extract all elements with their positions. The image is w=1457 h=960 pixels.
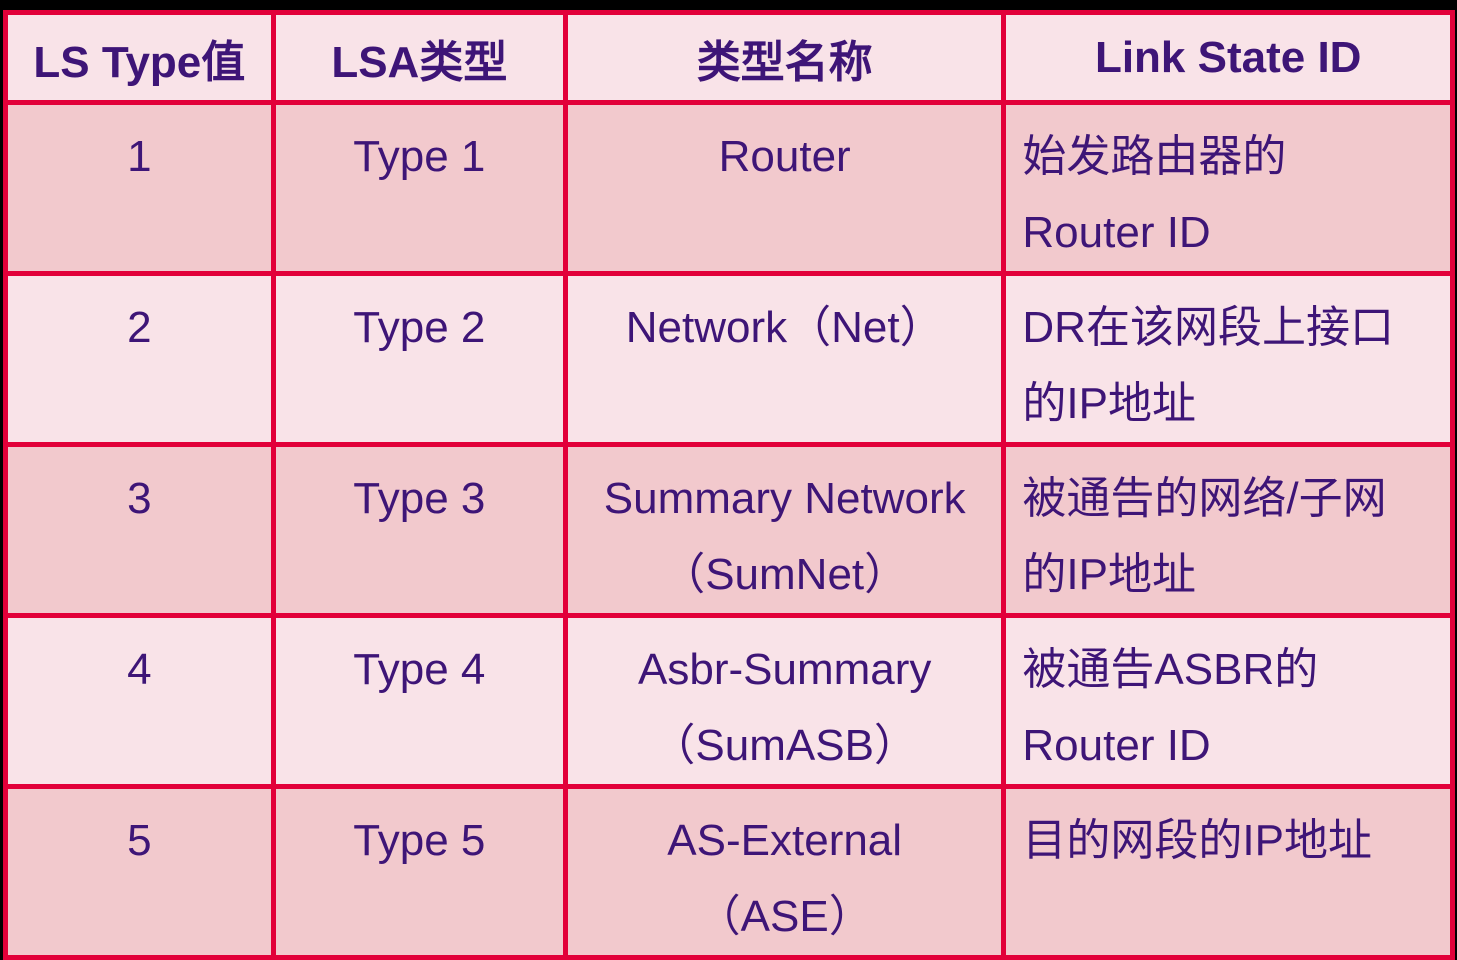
cell-text: 1 [127,132,152,181]
cell-type-name: Network（Net） [562,271,1007,447]
cell-text-line-2: Router ID [1022,208,1211,257]
lsa-type-table: LS Type值 LSA类型 类型名称 Link State ID 1 Type… [3,10,1455,960]
cell-lsa-type: Type 2 [270,271,568,447]
cell-text: 4 [127,645,152,694]
cell-ls-type-value: 1 [3,100,276,276]
cell-type-name: AS-External （ASE） [562,784,1007,960]
cell-text-line-2: 的IP地址 [1022,379,1196,428]
cell-text-line-1: Summary Network [603,474,966,523]
column-header-type-name: 类型名称 [562,10,1007,105]
cell-lsa-type: Type 1 [270,100,568,276]
cell-text-line-2 [578,195,991,269]
cell-text-line-1: Asbr-Summary [638,645,932,694]
column-header-ls-type-value: LS Type值 [3,10,276,105]
column-header-lsa-type: LSA类型 [270,10,568,105]
cell-text-line-2 [578,366,991,440]
cell-text: Type 5 [353,816,486,865]
cell-text-line-2: （SumASB） [651,721,918,770]
cell-text-line-2: （SumNet） [661,550,909,599]
cell-type-name: Asbr-Summary （SumASB） [562,613,1007,789]
cell-text: Type 3 [353,474,486,523]
cell-text-line-1: 目的网段的IP地址 [1022,816,1372,865]
cell-text-line-1: DR在该网段上接口 [1022,303,1394,352]
cell-type-name: Summary Network （SumNet） [562,442,1007,618]
cell-type-name: Router [562,100,1007,276]
lsa-type-table-container: LS Type值 LSA类型 类型名称 Link State ID 1 Type… [3,10,1455,960]
cell-text: 5 [127,816,152,865]
table-row-type4: 4 Type 4 Asbr-Summary （SumASB） 被通告ASBR的 … [3,613,1455,789]
cell-ls-type-value: 4 [3,613,276,789]
cell-link-state-id: 始发路由器的 Router ID [1001,100,1455,276]
table-row-type5: 5 Type 5 AS-External （ASE） 目的网段的IP地址 [3,784,1455,960]
cell-link-state-id: DR在该网段上接口 的IP地址 [1001,271,1455,447]
slide-background: { "colors": { "background": "#000000", "… [3,10,1455,960]
cell-text-line-1: AS-External [667,816,903,865]
cell-text-line-2 [1022,879,1444,953]
table-row-type1: 1 Type 1 Router 始发路由器的 Router ID [3,100,1455,276]
cell-ls-type-value: 3 [3,442,276,618]
cell-link-state-id: 目的网段的IP地址 [1001,784,1455,960]
cell-text-line-2: Router ID [1022,721,1211,770]
table-row-type3: 3 Type 3 Summary Network （SumNet） 被通告的网络… [3,442,1455,618]
cell-lsa-type: Type 3 [270,442,568,618]
cell-text: 3 [127,474,152,523]
cell-text-line-1: 被通告的网络/子网 [1022,474,1387,523]
cell-text: Type 4 [353,645,486,694]
cell-text-line-1: Network（Net） [625,303,944,352]
cell-text-line-1: 被通告ASBR的 [1022,645,1319,694]
cell-text: Type 2 [353,303,486,352]
cell-text-line-1: Router [718,132,851,181]
table-header-row: LS Type值 LSA类型 类型名称 Link State ID [3,10,1455,105]
cell-link-state-id: 被通告ASBR的 Router ID [1001,613,1455,789]
cell-text-line-1: 始发路由器的 [1022,132,1287,181]
cell-text-line-2: 的IP地址 [1022,550,1196,599]
table-row-type2: 2 Type 2 Network（Net） DR在该网段上接口 的IP地址 [3,271,1455,447]
cell-lsa-type: Type 5 [270,784,568,960]
cell-text: 2 [127,303,152,352]
cell-link-state-id: 被通告的网络/子网 的IP地址 [1001,442,1455,618]
cell-lsa-type: Type 4 [270,613,568,789]
cell-ls-type-value: 5 [3,784,276,960]
column-header-link-state-id: Link State ID [1001,10,1455,105]
cell-ls-type-value: 2 [3,271,276,447]
cell-text-line-2: （ASE） [696,892,873,941]
cell-text: Type 1 [353,132,486,181]
